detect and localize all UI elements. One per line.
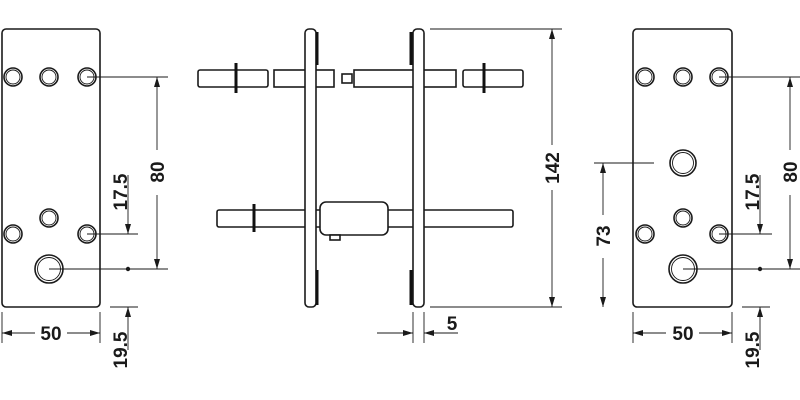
right-backplate [632,28,733,308]
dim-142: 142 [543,152,564,184]
dim-19-5-right: 19.5 [743,331,764,368]
side-view-dimensions: 142 5 [377,28,564,343]
dim-73: 73 [594,225,615,246]
dim-80-left: 80 [148,161,169,182]
dim-19-5-left: 19.5 [111,331,132,368]
right-plate-dimensions: 73 80 17.5 50 19.5 [594,76,800,368]
side-view-assembly [197,28,524,308]
left-backplate [1,28,101,308]
dim-17-5-left: 17.5 [111,173,132,210]
dim-50-right: 50 [672,324,693,345]
left-plate-dimensions: 80 17.5 50 19.5 [1,76,169,368]
dim-80-right: 80 [781,161,800,182]
dim-5: 5 [447,314,458,335]
dim-17-5-right: 17.5 [743,173,764,210]
dim-50-left: 50 [40,324,61,345]
